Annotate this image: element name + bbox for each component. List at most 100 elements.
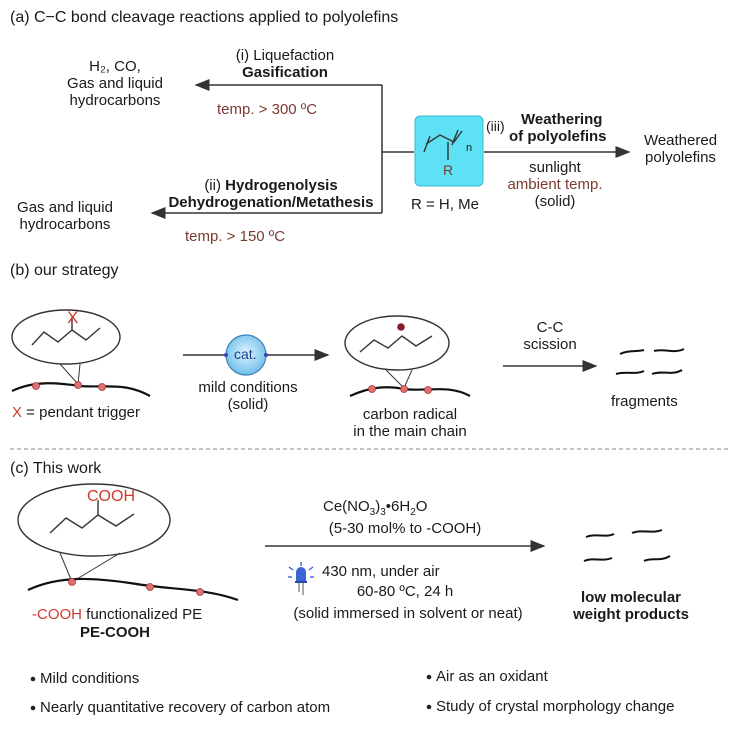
pe-cooh-label: PE-COOH <box>79 624 150 641</box>
node <box>74 381 82 389</box>
scission-label: C-C scission <box>510 319 590 353</box>
trigger-rest: = pendant trigger <box>22 404 141 421</box>
side-chain-1 <box>31 317 101 346</box>
node <box>68 578 76 586</box>
caption-line: carbon radical <box>362 406 458 423</box>
catalyst-label: cat. <box>234 346 257 362</box>
trigger-atom: X <box>67 308 79 327</box>
product-line: Weathered <box>643 132 718 149</box>
trigger-caption: X = pendant trigger <box>12 404 140 421</box>
formula-part: ) <box>375 498 381 515</box>
cond-line: mild conditions <box>198 379 298 396</box>
temp-time: 60-80 ºC, 24 h <box>356 583 454 600</box>
side-chain-2 <box>359 335 433 353</box>
route-i-label: (i) Liquefaction Gasification <box>200 47 370 81</box>
product-line: low molecular <box>580 589 682 606</box>
monomer-substituent: R <box>443 162 454 178</box>
label-line: scission <box>523 336 577 353</box>
route-iii-conditions: sunlight ambient temp. (solid) <box>490 159 620 210</box>
node <box>98 383 106 391</box>
route-i-line1: (i) Liquefaction <box>235 47 335 64</box>
pe-caption: -COOH functionalized PE <box>32 606 202 623</box>
cond-line: (solid) <box>227 396 269 413</box>
monomer-structure <box>423 129 463 160</box>
route-iii-label2: of polyolefins <box>509 128 607 145</box>
cond-line: (solid) <box>534 193 576 210</box>
zoom-ellipse-1 <box>11 309 121 365</box>
node <box>368 385 376 393</box>
cond-line: ambient temp. <box>507 176 603 193</box>
reaction-medium: (solid immersed in solvent or neat) <box>293 605 523 622</box>
zoom-ellipse-3 <box>17 483 171 557</box>
route-ii-temp: temp. > 150 ºC <box>185 228 286 245</box>
panel-b-title: (b) our strategy <box>10 262 119 279</box>
node <box>32 382 40 390</box>
zoom-ellipse-2 <box>344 315 450 371</box>
fragment <box>583 557 613 562</box>
fragment <box>651 369 683 375</box>
bullet-right-1: Air as an oxidant <box>436 668 548 685</box>
formula-part: O <box>415 498 428 515</box>
product-line: hydrocarbons <box>69 92 161 109</box>
route-ii-products: Gas and liquid hydrocarbons <box>5 199 125 233</box>
cond-line: sunlight <box>529 159 581 176</box>
bullet-dot <box>426 704 432 710</box>
product-line: polyolefins <box>645 149 716 166</box>
product-line: H₂, CO, <box>89 58 141 75</box>
route-ii-label: (ii) Hydrogenolysis Dehydrogenation/Meta… <box>162 177 380 211</box>
route-i-line2: Gasification <box>242 64 328 81</box>
polymer-chain-3 <box>27 577 239 602</box>
route-ii-prefix: (ii) <box>204 177 226 194</box>
route-ii-line2: Dehydrogenation/Metathesis <box>168 194 374 211</box>
node <box>424 386 432 394</box>
route-iii-prefix: (iii) <box>486 118 505 134</box>
product-line: hydrocarbons <box>19 216 111 233</box>
fragment <box>619 349 645 355</box>
cooh-group: COOH <box>87 488 135 505</box>
fragment <box>631 529 663 534</box>
light-conditions: 430 nm, under air <box>322 563 440 580</box>
catalyst-dot <box>264 353 268 357</box>
polymer-chain-2 <box>349 386 471 398</box>
product-line: weight products <box>573 606 689 623</box>
formula-part: •6H <box>385 498 411 515</box>
bullet-left-1: Mild conditions <box>40 670 140 687</box>
monomer-box <box>414 115 484 187</box>
product-line: Gas and liquid <box>17 199 113 216</box>
bullet-dot <box>30 705 36 711</box>
product-label: low molecular weight products <box>556 589 706 623</box>
fragment <box>653 348 685 353</box>
catalyst-conditions: mild conditions (solid) <box>178 379 318 413</box>
route-iii-product: Weathered polyolefins <box>628 132 733 166</box>
caption-red: -COOH <box>32 606 82 623</box>
zoom-lines-3 <box>59 552 121 583</box>
catalyst-loading: (5-30 mol% to -COOH) <box>328 520 482 537</box>
route-i-temp: temp. > 300 ºC <box>217 101 318 118</box>
trigger-x: X <box>12 404 23 421</box>
route-ii-bold: Hydrogenolysis <box>225 177 338 194</box>
fragments-label: fragments <box>611 393 678 410</box>
catalyst-dot <box>224 353 228 357</box>
node <box>400 385 408 393</box>
formula-sub: 2 <box>410 507 416 518</box>
led-lamp-icon <box>288 562 314 595</box>
caption-line: in the main chain <box>353 423 467 440</box>
bullet-dot <box>426 674 432 680</box>
product-line: Gas and liquid <box>67 75 163 92</box>
radical-caption: carbon radical in the main chain <box>340 406 480 440</box>
caption-rest: functionalized PE <box>82 606 203 623</box>
formula-part: Ce(NO <box>323 498 370 515</box>
formula-sub: 3 <box>380 507 386 518</box>
route-i-products: H₂, CO, Gas and liquid hydrocarbons <box>40 58 190 109</box>
panel-a-title: (a) C−C bond cleavage reactions applied … <box>10 9 399 26</box>
zoom-lines-2 <box>385 369 413 389</box>
node <box>196 588 204 596</box>
side-chain-3 <box>49 500 135 534</box>
bullet-right-2: Study of crystal morphology change <box>436 698 675 715</box>
route-iii-label: Weathering <box>521 111 603 128</box>
fragment <box>615 370 645 375</box>
r-definition: R = H, Me <box>411 196 479 213</box>
panel-c-title: (c) This work <box>10 460 102 477</box>
bullet-dot <box>30 676 36 682</box>
